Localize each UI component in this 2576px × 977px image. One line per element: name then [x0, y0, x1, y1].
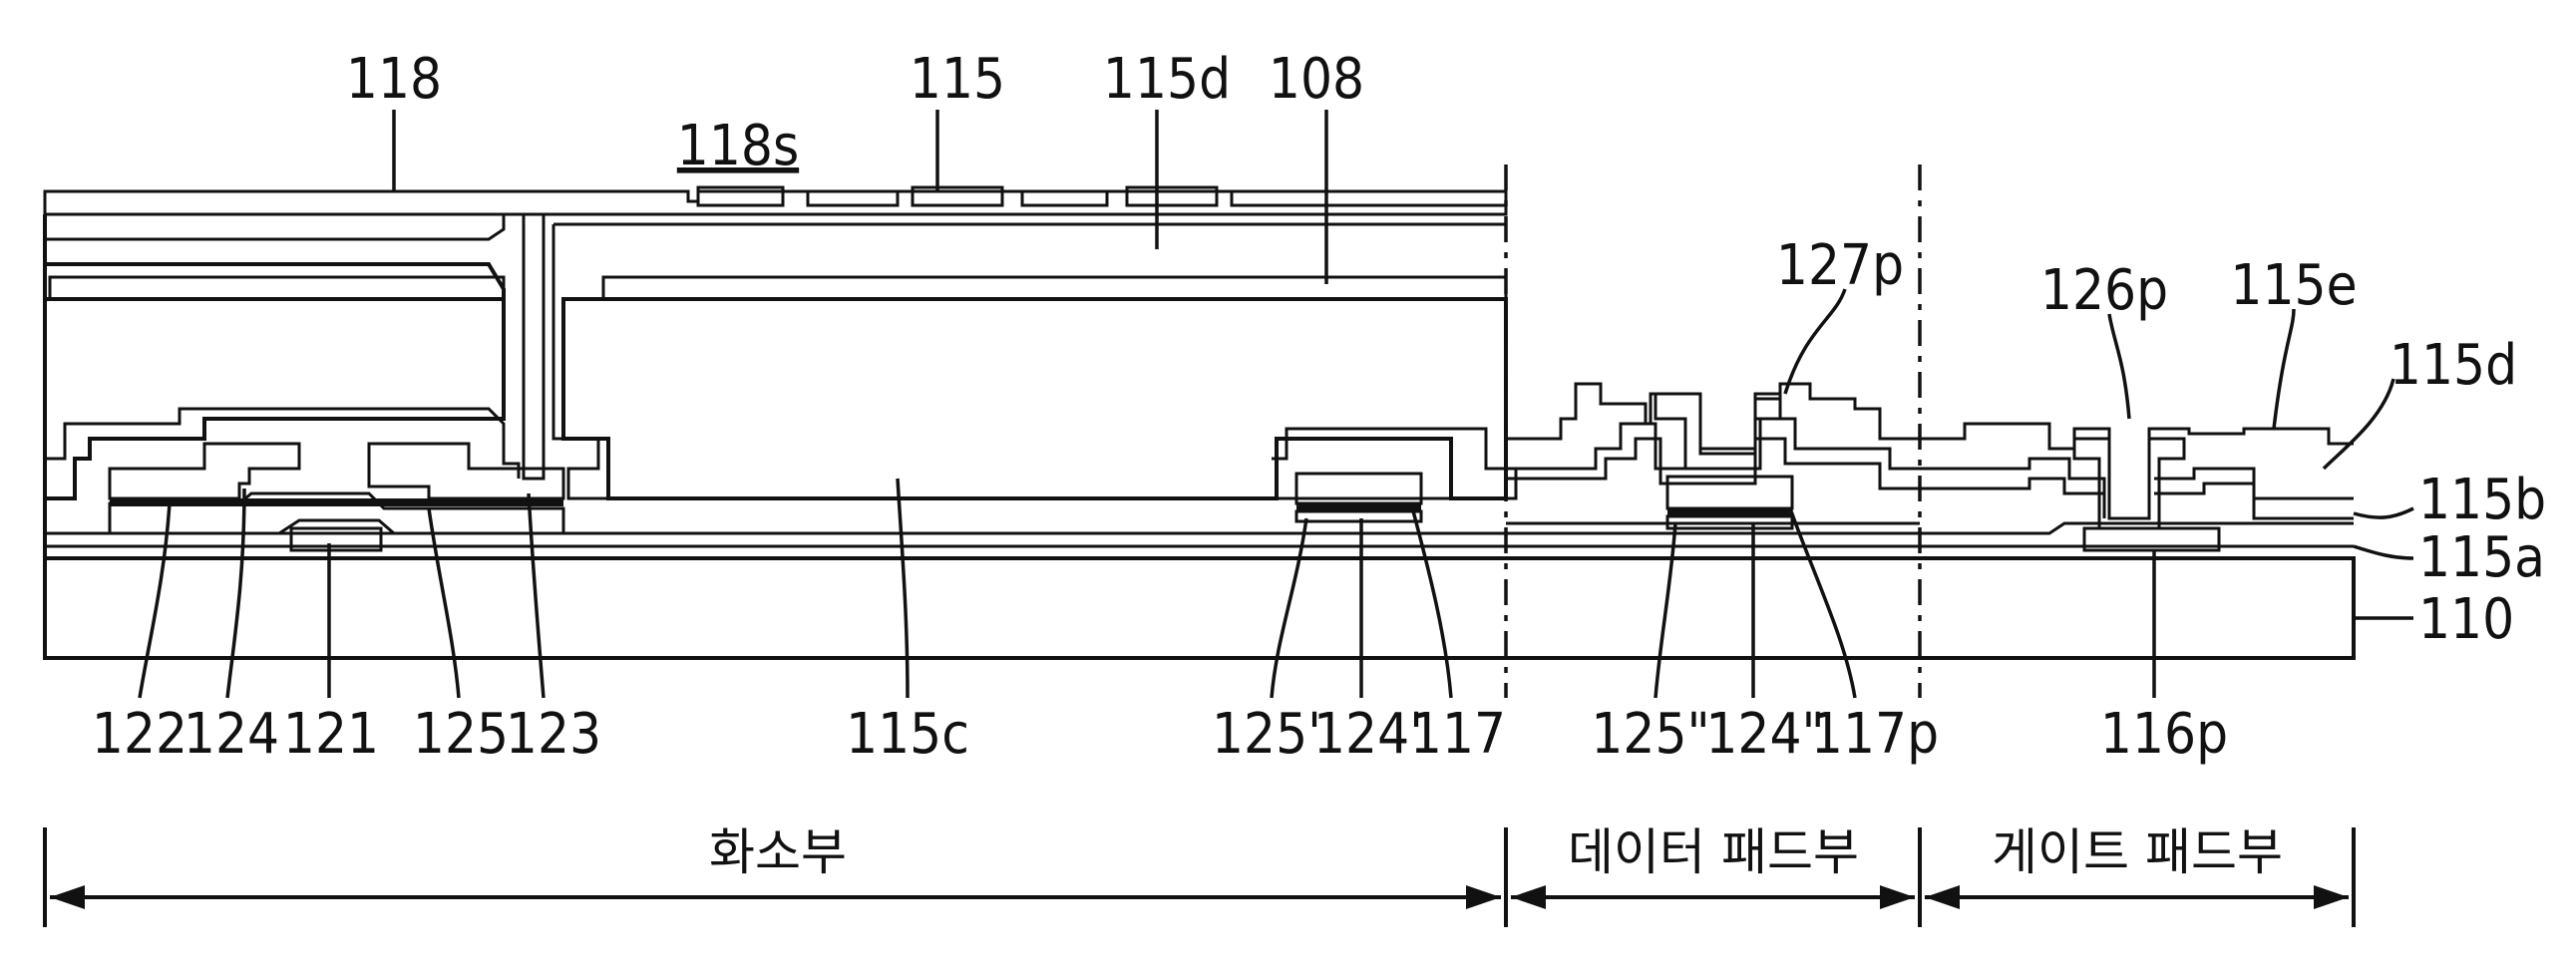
label-115e: 115e	[2230, 253, 2357, 318]
data-pad-metal	[1667, 477, 1792, 508]
label-126p: 126p	[2040, 258, 2168, 323]
pixel-region	[45, 187, 1516, 658]
region-labels: 화소부 데이터 패드부 게이트 패드부	[709, 823, 2283, 881]
label-124-prime: 124'	[1313, 702, 1423, 767]
label-127p: 127p	[1776, 233, 1904, 298]
layer-108	[603, 277, 1506, 299]
gate-pad-region	[1920, 424, 2354, 550]
label-123: 123	[506, 702, 601, 767]
label-115c: 115c	[846, 702, 969, 767]
label-115d: 115d	[1103, 47, 1231, 112]
label-115b: 115b	[2418, 468, 2546, 532]
bottom-labels: 122 124 121 125 123 115c 125' 124' 117 1…	[92, 702, 2228, 767]
label-124: 124	[184, 702, 279, 767]
label-125-prime: 125'	[1212, 702, 1321, 767]
label-121: 121	[283, 702, 379, 767]
slit-pattern-4	[1022, 191, 1107, 205]
drain-electrode-123	[369, 444, 563, 498]
region-label-gate-pad: 게이트 패드부	[1992, 823, 2283, 881]
substrate-110	[45, 558, 2354, 658]
region-label-data-pad: 데이터 패드부	[1568, 823, 1859, 881]
label-108: 108	[1269, 47, 1364, 112]
source-electrode-122	[110, 444, 299, 498]
data-pad-region	[1506, 384, 1920, 528]
label-117p: 117p	[1811, 702, 1939, 767]
label-117: 117	[1410, 702, 1506, 767]
label-115: 115	[910, 47, 1005, 112]
label-118: 118	[346, 47, 442, 112]
label-115a: 115a	[2418, 525, 2545, 590]
slit-pattern-2	[808, 191, 898, 205]
label-122: 122	[92, 702, 187, 767]
label-118s: 118s	[677, 114, 799, 178]
slit-pattern-6	[1232, 191, 1506, 205]
contact-hole-118	[524, 214, 544, 479]
side-labels: 115b 115a 110	[2418, 468, 2546, 652]
label-115d-right: 115d	[2390, 333, 2517, 398]
leader-lines	[140, 110, 2413, 698]
label-110: 110	[2418, 587, 2514, 652]
label-125: 125	[413, 702, 509, 767]
label-124-double-prime: 124"	[1705, 702, 1824, 767]
label-116p: 116p	[2100, 702, 2228, 767]
label-125-double-prime: 125"	[1591, 702, 1709, 767]
pixel-electrode-118	[45, 191, 1506, 214]
top-labels: 118 118s 115 115d 108 127p 126p 115e 115…	[346, 47, 2517, 398]
region-label-pixel: 화소부	[709, 823, 847, 881]
